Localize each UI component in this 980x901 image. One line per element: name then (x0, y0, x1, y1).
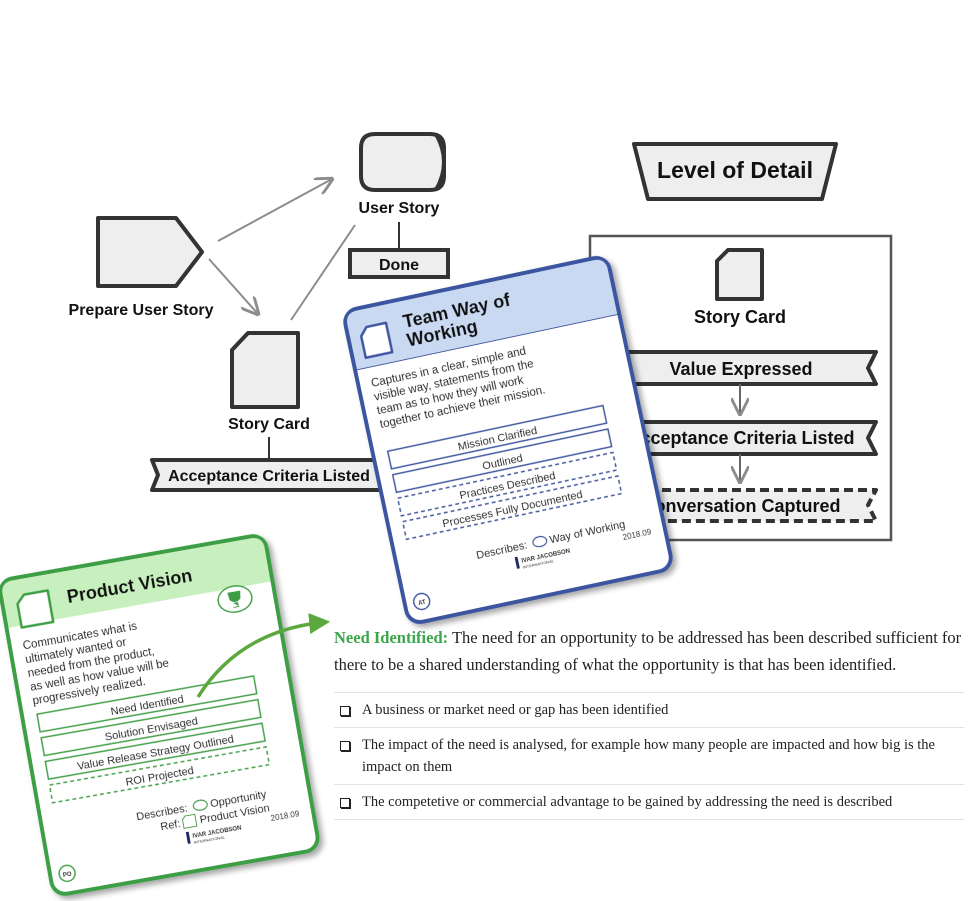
svg-text:Conversation Captured: Conversation Captured (641, 496, 840, 516)
alpha-user-story: User Story (359, 132, 446, 217)
checklist: A business or market need or gap has bee… (334, 692, 964, 820)
svg-text:Value Expressed: Value Expressed (669, 359, 812, 379)
checklist-item: The impact of the need is analysed, for … (334, 727, 964, 784)
svg-text:Acceptance Criteria Listed: Acceptance Criteria Listed (627, 428, 854, 448)
svg-text:INTERNATIONAL: INTERNATIONAL (522, 558, 555, 570)
state-acceptance-criteria-listed: Acceptance Criteria Listed (150, 458, 388, 492)
workproduct-icon (181, 813, 198, 829)
product-vision-card: Product Vision Communicates what is ulti… (0, 534, 320, 896)
checkbox-icon (340, 741, 350, 751)
story-card-label: Story Card (228, 416, 310, 433)
done-label: Done (379, 257, 419, 274)
lod-acceptance-criteria-listed: Acceptance Criteria Listed (604, 420, 878, 456)
workproduct-story-card: Story Card (228, 331, 310, 433)
checklist-item: A business or market need or gap has bee… (334, 692, 964, 727)
definition-heading: Need Identified: (334, 628, 449, 647)
lod-value-expressed: Value Expressed (604, 350, 878, 386)
definition-text: Need Identified: The need for an opportu… (334, 624, 964, 678)
svg-text:INTERNATIONAL: INTERNATIONAL (193, 834, 226, 845)
user-story-label: User Story (359, 200, 440, 217)
svg-text:Ref:: Ref: (160, 818, 182, 833)
checklist-item: The competetive or commercial advantage … (334, 784, 964, 820)
lod-story-card: Story Card (694, 248, 786, 327)
brand-logo-icon (514, 556, 520, 569)
checkbox-icon (340, 798, 350, 808)
vision-card-icon (16, 589, 55, 629)
svg-text:Story Card: Story Card (694, 307, 786, 327)
checkbox-icon (340, 706, 350, 716)
diagram-arrows (208, 179, 356, 321)
level-of-detail-title: Level of Detail (632, 142, 838, 201)
svg-text:Level of Detail: Level of Detail (657, 157, 813, 183)
team-way-of-working-card: Team Way of Working Captures in a clear,… (343, 256, 673, 624)
vision-card-badge (58, 864, 76, 883)
svg-text:AT: AT (418, 600, 427, 608)
need-identified-definition: Need Identified: The need for an opportu… (334, 624, 964, 820)
definition-body: The need for an opportunity to be addres… (334, 628, 962, 674)
trophy-icon (217, 585, 253, 613)
alpha-icon (532, 535, 548, 548)
team-state-outlined: Outlined (391, 428, 613, 494)
prepare-user-story-label: Prepare User Story (69, 302, 214, 319)
team-card-icon (359, 321, 394, 360)
green-curved-arrow (196, 613, 331, 698)
team-card-badge (412, 592, 431, 611)
state-done: Done (348, 248, 450, 279)
brand-logo-icon (185, 831, 191, 844)
svg-text:PO: PO (63, 872, 73, 879)
activity-prepare-user-story: Prepare User Story (69, 216, 214, 319)
alpha-icon (192, 799, 208, 811)
acceptance-criteria-label: Acceptance Criteria Listed (168, 468, 370, 485)
